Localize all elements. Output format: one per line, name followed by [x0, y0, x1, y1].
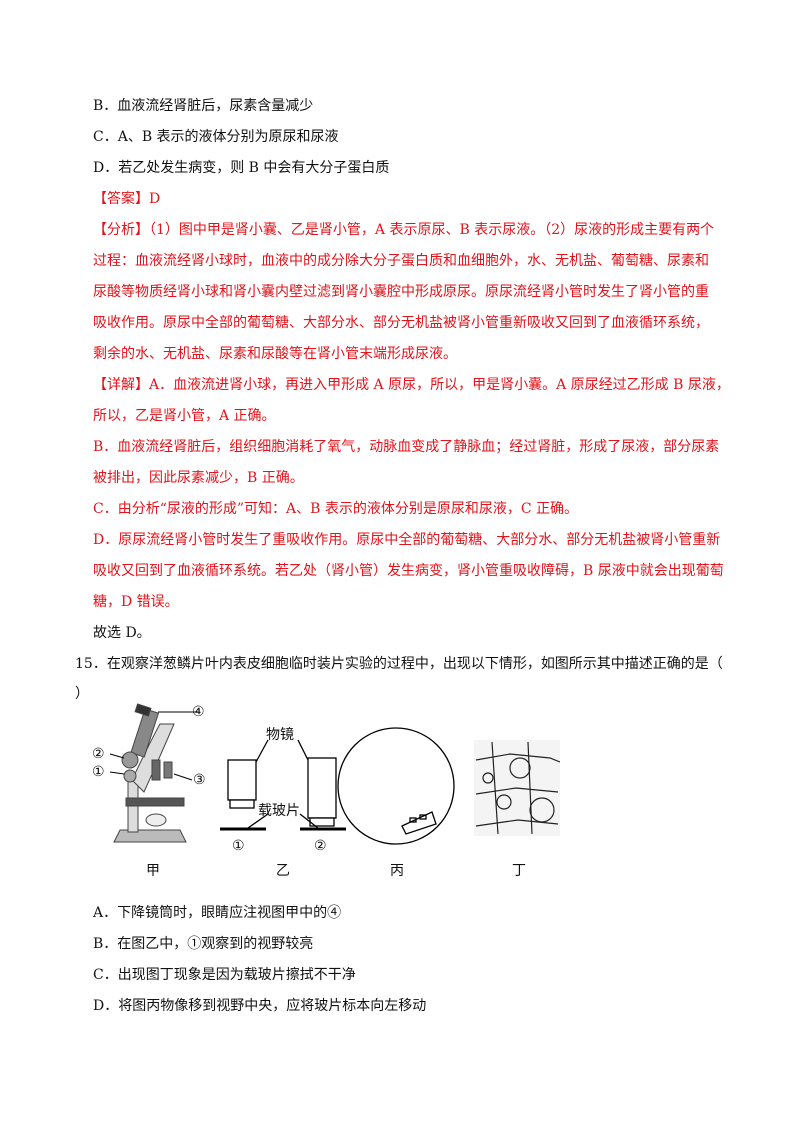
objective-lenses-drawing	[220, 739, 346, 831]
analysis-line: 过程：血液流经肾小球时，血液中的成分除大分子蛋白质和血细胞外，水、无机盐、葡萄糖…	[93, 253, 709, 269]
option-b-prev: B．血液流经肾脏后，尿素含量减少	[93, 98, 314, 114]
detail-line: B．血液流经肾脏后，组织细胞消耗了氧气，动脉血变成了静脉血；经过肾脏，形成了尿液…	[93, 439, 720, 455]
detail-line: 被排出，因此尿素减少，B 正确。	[93, 470, 304, 486]
cells-with-bubbles-drawing	[474, 740, 561, 836]
conclusion: 故选 D。	[93, 625, 151, 641]
label-lens-1: ①	[232, 838, 245, 854]
detail-line: 吸收又回到了血液循环系统。若乙处（肾小管）发生病变，肾小管重吸收障碍，B 尿液中…	[93, 563, 724, 579]
option-a: A．下降镜筒时，眼睛应注视图甲中的④	[93, 905, 342, 921]
question-stem-close: ）	[75, 686, 89, 702]
label-eyepiece-4: ④	[192, 704, 205, 720]
detail-line: 糖，D 错误。	[93, 594, 179, 610]
question-figure: ④ ② ① ③ 物镜 载玻片 ① ② 甲 乙 丙 丁	[80, 702, 561, 882]
figure-drawings	[109, 703, 561, 845]
question-stem: 15．在观察洋葱鳞片叶内表皮细胞临时装片实验的过程中，出现以下情形，如图所示其中…	[75, 656, 723, 672]
label-coarse-knob-2: ②	[92, 746, 105, 762]
analysis-line: 吸收作用。原尿中全部的葡萄糖、大部分水、部分无机盐被肾小管重新吸收又回到了血液循…	[93, 315, 709, 331]
analysis-line: 【分析】（1）图中甲是肾小囊、乙是肾小管，A 表示原尿、B 表示尿液。（2）尿液…	[93, 222, 715, 238]
option-c-prev: C．A、B 表示的液体分别为原尿和尿液	[93, 129, 339, 145]
caption-bing: 丙	[390, 863, 404, 879]
label-slide: 载玻片	[258, 803, 300, 819]
option-d: D．将图丙物像移到视野中央，应将玻片标本向左移动	[93, 998, 427, 1014]
option-c: C．出现图丁现象是因为载玻片擦拭不干净	[93, 967, 356, 983]
analysis-line: 剩余的水、无机盐、尿素和尿酸等在肾小管末端形成尿液。	[93, 346, 457, 362]
label-objective-3: ③	[193, 772, 206, 788]
microscope-drawing	[109, 703, 198, 843]
option-d-prev: D．若乙处发生病变，则 B 中会有大分子蛋白质	[93, 160, 390, 176]
label-fine-knob-1: ①	[92, 764, 105, 780]
detail-line: C．由分析“尿液的形成”可知：A、B 表示的液体分别是原尿和尿液，C 正确。	[93, 501, 579, 517]
analysis-line: 尿酸等物质经肾小球和肾小囊内壁过滤到肾小囊腔中形成原尿。原尿流经肾小管时发生了肾…	[93, 284, 709, 300]
detail-line: 所以，乙是肾小管，A 正确。	[93, 408, 276, 424]
option-b: B．在图乙中，①观察到的视野较亮	[93, 936, 314, 952]
view-field-drawing	[337, 727, 455, 845]
label-objective: 物镜	[266, 727, 294, 743]
detail-line: D．原尿流经肾小管时发生了重吸收作用。原尿中全部的葡萄糖、大部分水、部分无机盐被…	[93, 532, 721, 548]
answer: 【答案】D	[93, 191, 161, 207]
label-lens-2: ②	[314, 838, 327, 854]
caption-jia: 甲	[146, 863, 160, 879]
caption-ding: 丁	[512, 863, 526, 879]
detail-line: 【详解】A．血液流进肾小球，再进入甲形成 A 原尿，所以，甲是肾小囊。A 原尿经…	[93, 377, 730, 393]
caption-yi: 乙	[276, 863, 290, 879]
